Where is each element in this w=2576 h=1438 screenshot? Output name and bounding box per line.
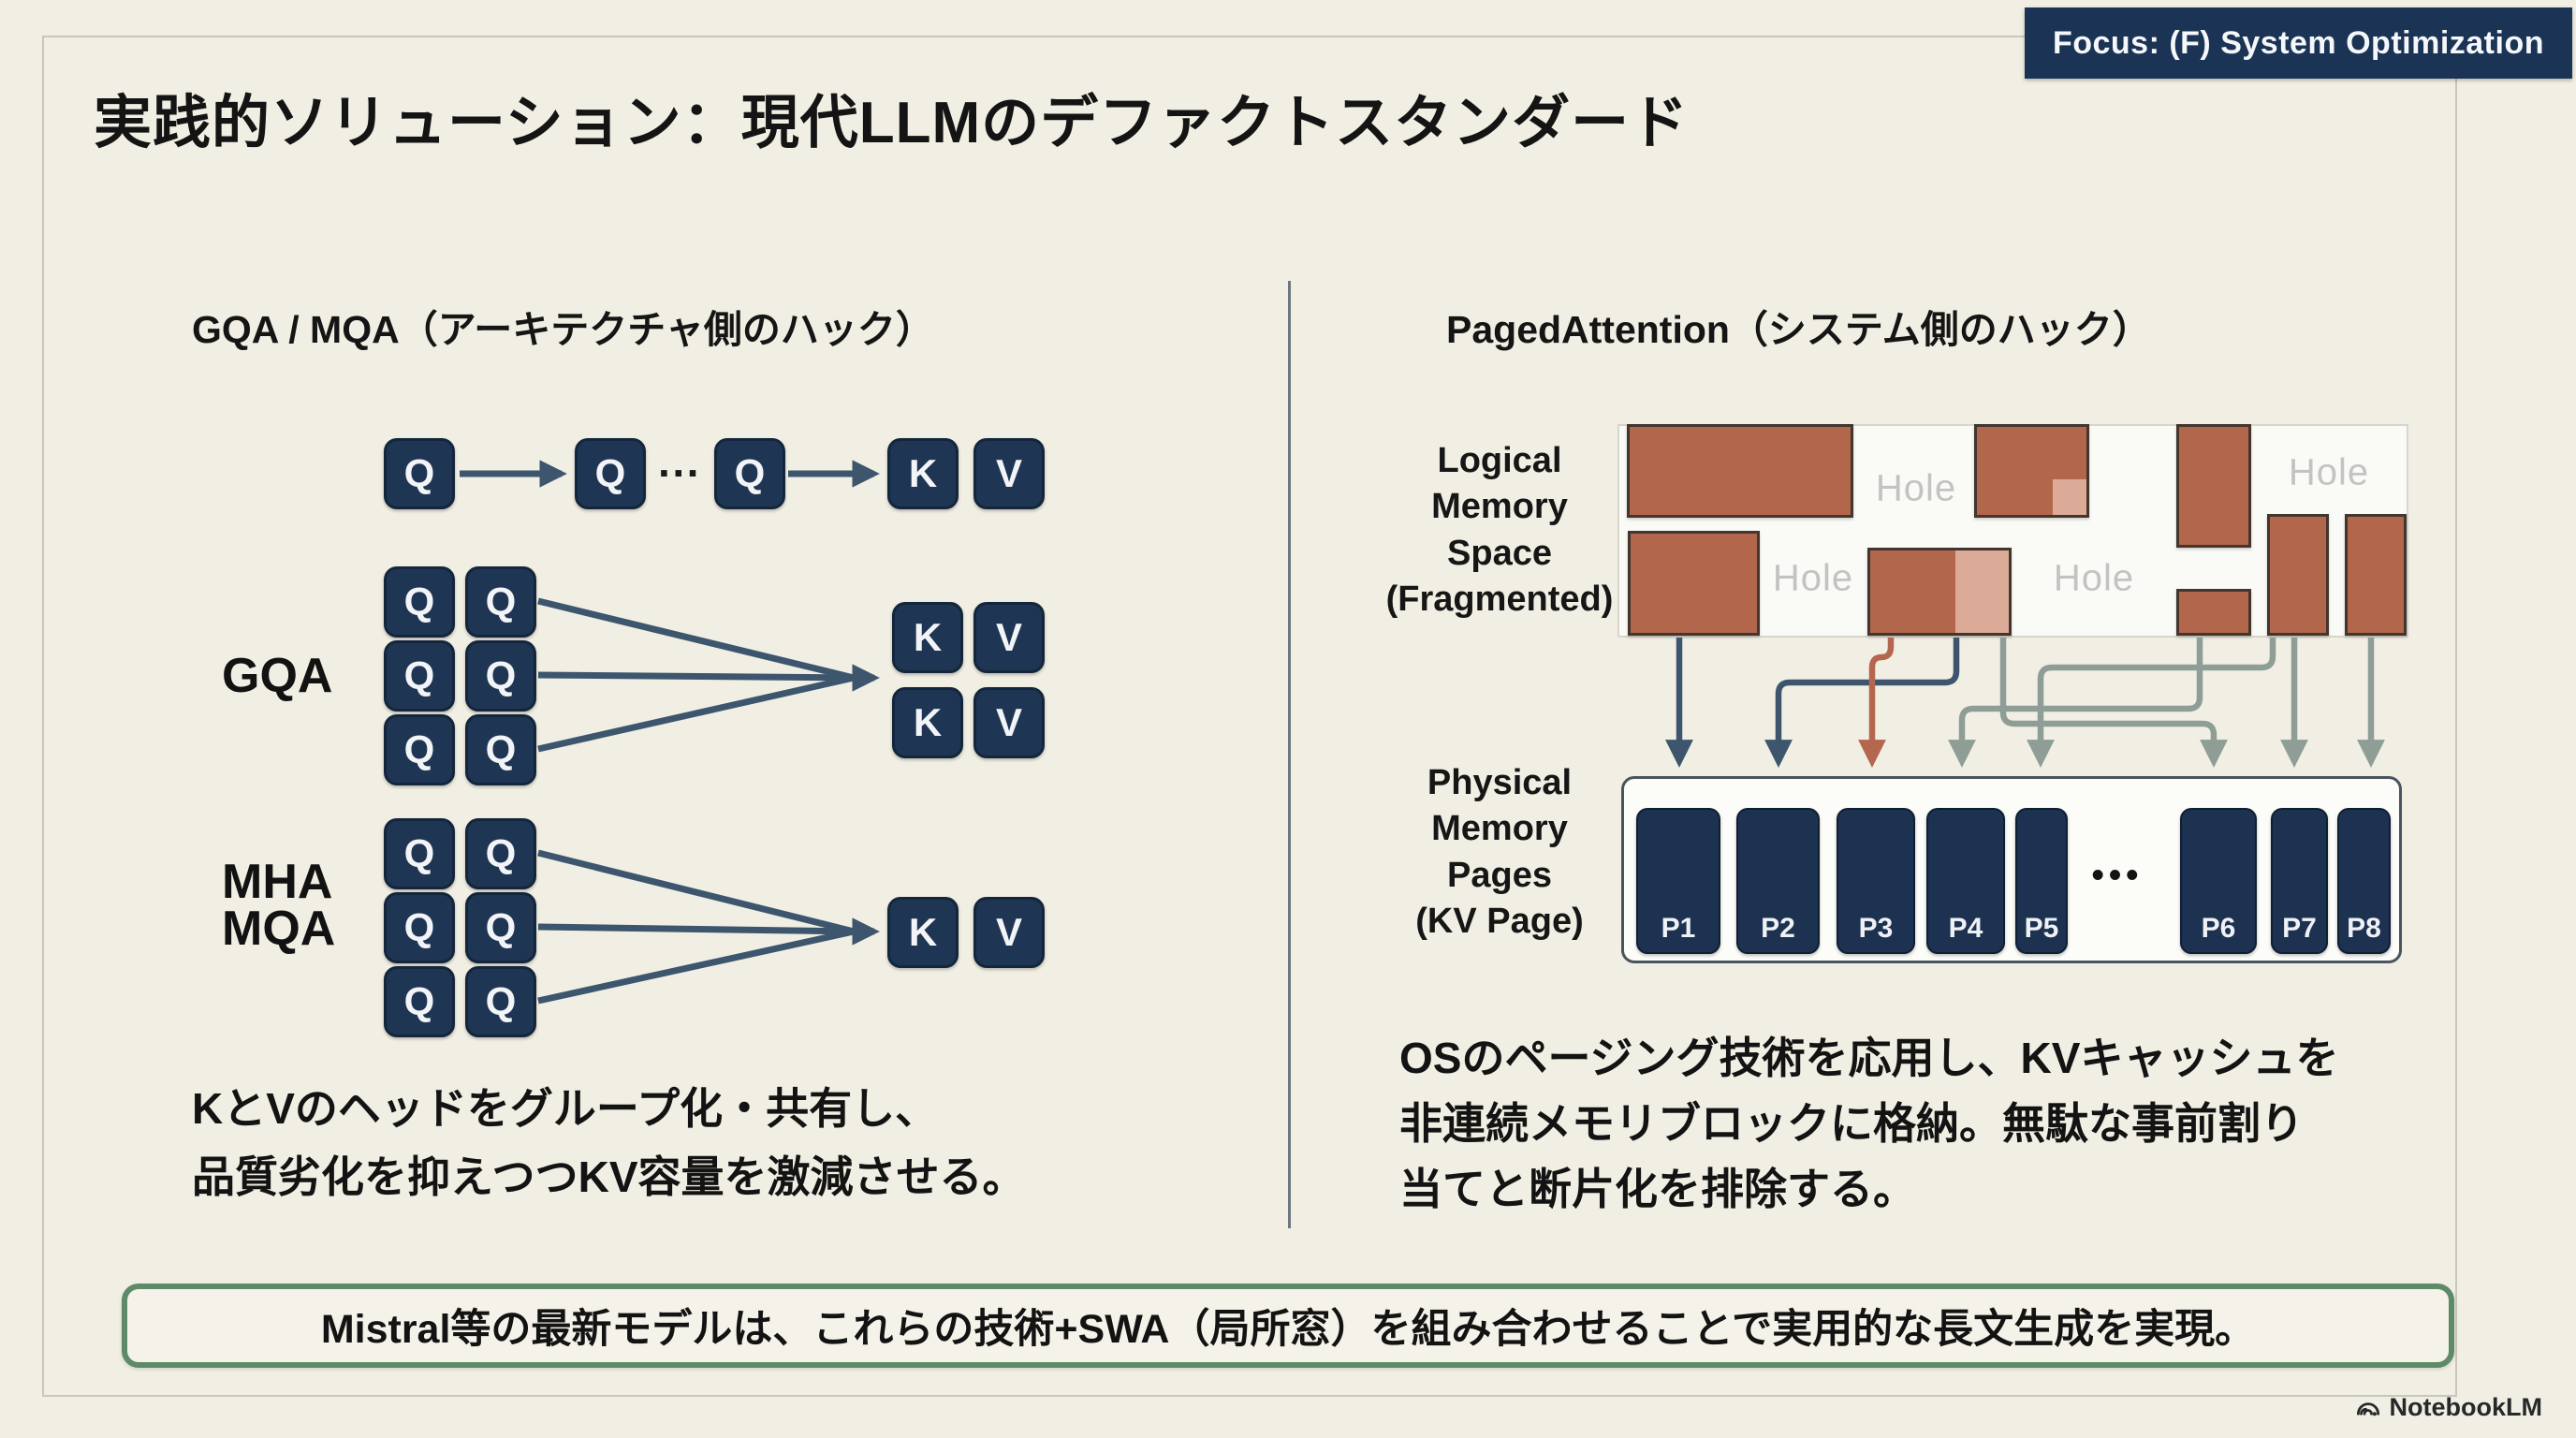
kv-page: P2 xyxy=(1736,808,1820,954)
v-box: V xyxy=(973,897,1045,968)
page-title: 実践的ソリューション：現代LLMのデファクトスタンダード xyxy=(94,91,1690,155)
row-label-gqa: GQA xyxy=(222,649,333,703)
k-box: K xyxy=(887,897,959,968)
v-box: V xyxy=(973,602,1045,673)
logical-label-line: Memory xyxy=(1431,487,1568,527)
left-description-line2: 品質劣化を抑えつつKV容量を激減させる。 xyxy=(192,1152,1026,1201)
k-box: K xyxy=(887,438,959,509)
q-box: Q xyxy=(575,438,646,509)
row-label-mqa: MQA xyxy=(222,902,336,956)
q-box: Q xyxy=(384,966,455,1037)
q-box: Q xyxy=(384,566,455,638)
hole-label: Hole xyxy=(1772,557,1854,599)
physical-label-line: Memory xyxy=(1431,809,1568,849)
q-box: Q xyxy=(465,566,536,638)
memory-block xyxy=(2176,589,2251,636)
k-box: K xyxy=(892,602,963,673)
gqa-mqa-diagram: MHA GQA MQA Q Q ··· Q K V Q Q Q Q Q Q K … xyxy=(187,403,1264,1058)
right-description-line3: 当てと断片化を排除する。 xyxy=(1399,1164,1916,1213)
column-divider xyxy=(1288,281,1291,1228)
q-box: Q xyxy=(384,438,455,509)
physical-label-line: Pages xyxy=(1447,855,1552,895)
q-box: Q xyxy=(384,714,455,785)
memory-block xyxy=(2345,514,2407,636)
page-mapping-arrows xyxy=(1665,638,2385,768)
hole-label: Hole xyxy=(2288,451,2370,493)
physical-memory-panel: P1 P2 P3 P4 P5 ••• P6 P7 P8 xyxy=(1621,776,2402,963)
right-description-line2: 非連続メモリブロックに格納。無駄な事前割り xyxy=(1399,1098,2304,1148)
left-description-line1: KとVのヘッドをグループ化・共有し、 xyxy=(192,1084,939,1133)
memory-block xyxy=(1867,548,2012,636)
right-description-line1: OSのページング技術を応用し、KVキャッシュを xyxy=(1399,1034,2339,1082)
memory-block xyxy=(2176,424,2251,548)
v-box: V xyxy=(973,438,1045,509)
logical-label-line: Space xyxy=(1447,533,1552,573)
hole-label: Hole xyxy=(1875,467,1957,509)
kv-page: P4 xyxy=(1926,808,2005,954)
right-description: OSのページング技術を応用し、KVキャッシュを 非連続メモリブロックに格納。無駄… xyxy=(1399,1026,2466,1223)
summary-callout: Mistral等の最新モデルは、これらの技術+SWA（局所窓）を組み合わせること… xyxy=(122,1284,2454,1368)
q-box: Q xyxy=(465,714,536,785)
focus-badge: Focus: (F) System Optimization xyxy=(2024,7,2572,79)
left-description: KとVのヘッドをグループ化・共有し、 品質劣化を抑えつつKV容量を激減させる。 xyxy=(192,1075,1026,1211)
logical-label-line: Logical xyxy=(1437,441,1562,480)
notebooklm-logo-icon xyxy=(2356,1401,2379,1416)
physical-label-line: (KV Page) xyxy=(1415,902,1584,942)
watermark-label: NotebookLM xyxy=(2389,1393,2542,1421)
kv-page: P1 xyxy=(1636,808,1720,954)
q-box: Q xyxy=(465,892,536,963)
q-box: Q xyxy=(465,818,536,889)
right-section-heading: PagedAttention（システム側のハック） xyxy=(1446,308,2151,351)
memory-block xyxy=(1627,424,1853,518)
q-box: Q xyxy=(465,640,536,712)
memory-block-light-patch xyxy=(2053,479,2086,515)
kv-page: P8 xyxy=(2337,808,2391,954)
row-label-mha: MHA xyxy=(222,855,333,909)
kv-page: P7 xyxy=(2271,808,2328,954)
kv-page: P3 xyxy=(1837,808,1915,954)
q-box: Q xyxy=(384,818,455,889)
q-box: Q xyxy=(465,966,536,1037)
memory-block-light-patch xyxy=(1955,550,2009,633)
logical-memory-label: Logical Memory Space (Fragmented) xyxy=(1383,438,1617,624)
q-box: Q xyxy=(384,892,455,963)
q-box: Q xyxy=(384,640,455,712)
ellipsis-dots: ··· xyxy=(658,448,701,497)
kv-page: P5 xyxy=(2015,808,2068,954)
left-section-heading: GQA / MQA（アーキテクチャ側のハック） xyxy=(192,308,934,351)
memory-block xyxy=(1974,424,2089,518)
kv-page: P6 xyxy=(2180,808,2257,954)
q-box: Q xyxy=(714,438,785,509)
physical-memory-label: Physical Memory Pages (KV Page) xyxy=(1383,760,1617,946)
hole-label: Hole xyxy=(2053,557,2135,599)
attention-arrows-canvas xyxy=(460,460,880,1005)
physical-label-line: Physical xyxy=(1427,763,1573,802)
v-box: V xyxy=(973,687,1045,758)
logical-label-line: (Fragmented) xyxy=(1385,580,1614,620)
memory-block xyxy=(1628,531,1760,636)
memory-block xyxy=(2267,514,2329,636)
notebooklm-watermark: NotebookLM xyxy=(2354,1393,2542,1422)
pages-ellipsis-dots: ••• xyxy=(2091,856,2144,895)
logical-memory-panel: Hole Hole Hole Hole xyxy=(1617,424,2408,638)
k-box: K xyxy=(892,687,963,758)
